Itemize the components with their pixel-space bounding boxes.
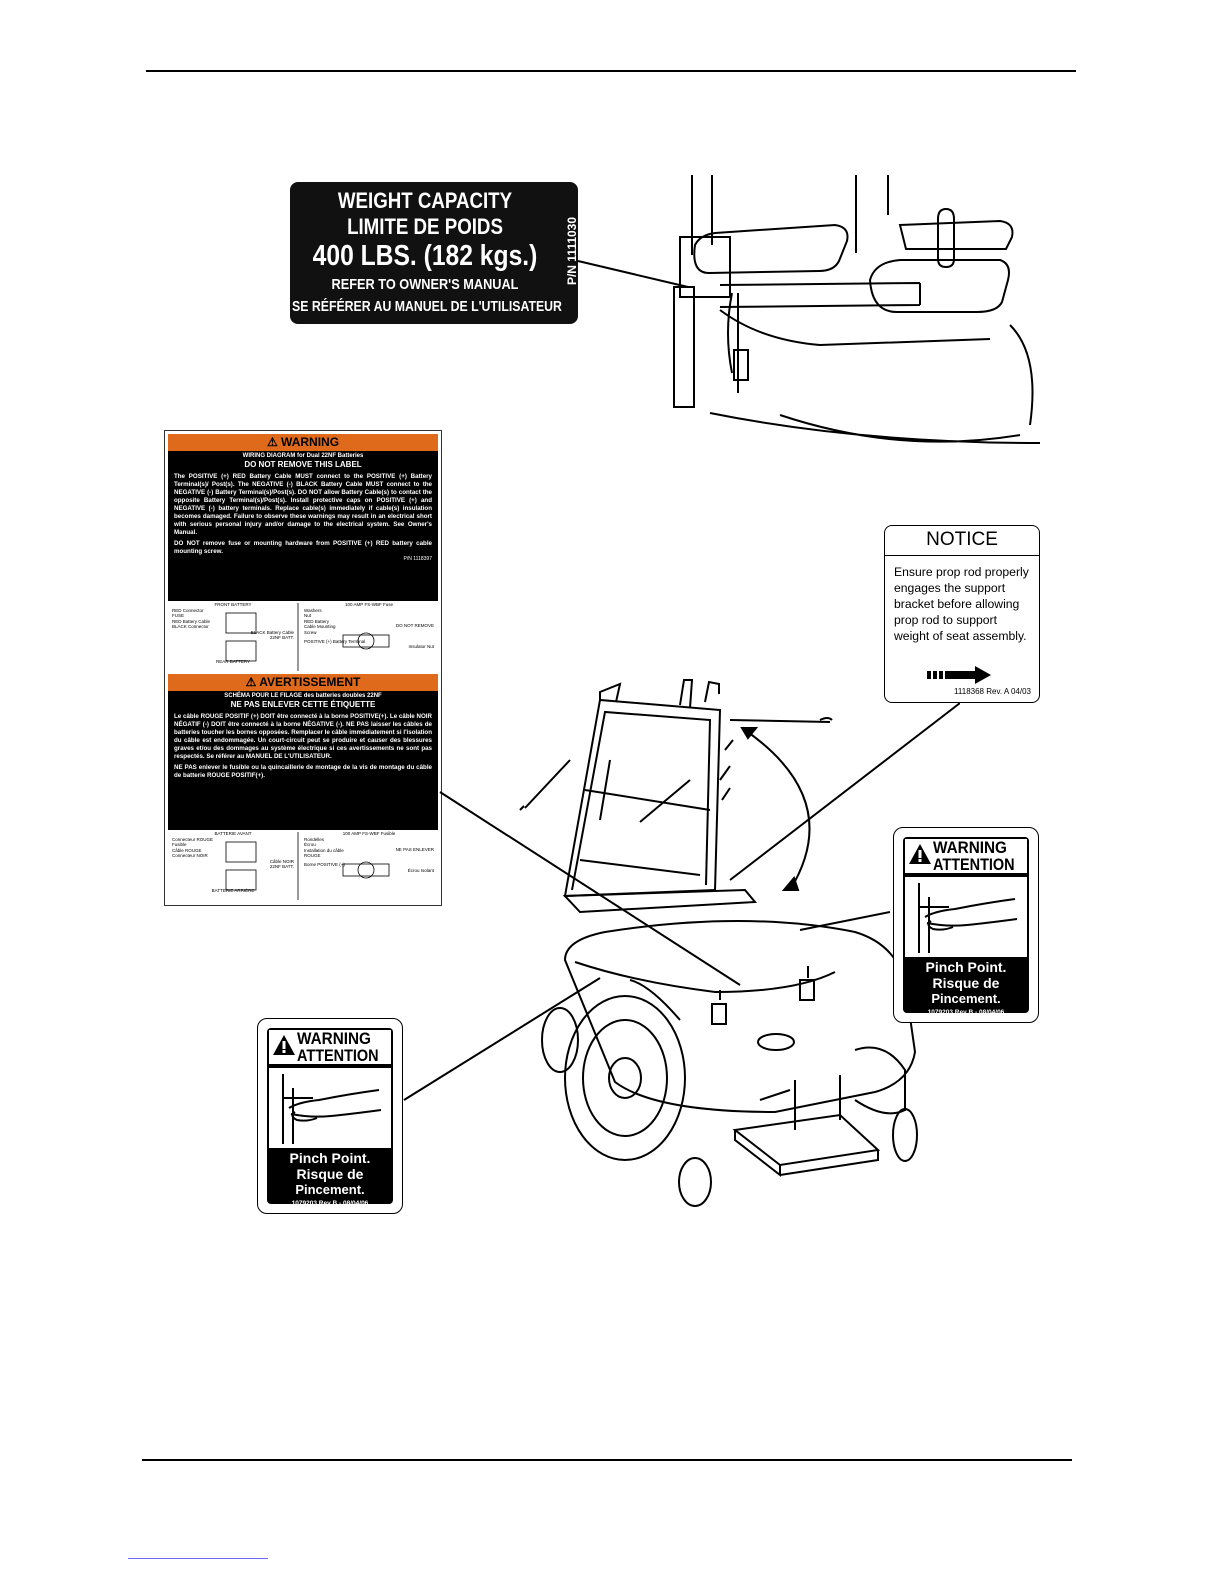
notice-label-leader-line [729,702,960,881]
pinch-revision: 1079203 Rev B - 08/04/06 [291,1200,369,1207]
weight-label-leader-line [577,260,689,288]
pinch-hand-icon [269,1068,391,1148]
diag-fr-fuse: Fusible [172,842,187,847]
diag-fr-black-connector: Connecteur NOIR [172,853,208,858]
weight-title-en: WEIGHT CAPACITY [337,188,513,213]
diag-fr-batt: 22NF BATT. [269,864,294,869]
diag-front-battery: FRONT BATTERY [214,602,252,607]
diag-fr-washers: Rondelles [304,836,325,842]
diag-black-cable: BLACK Battery Cable [250,629,294,635]
pinch-attention-text: ATTENTION [297,1046,379,1065]
wiring-subtitle-fr: SCHÉMA POUR LE FILAGE des batteries doub… [224,693,382,699]
diag-positive-terminal: POSITIVE (+) Battery Terminal [304,638,366,644]
wiring-body2-fr: NE PAS enlever le fusible ou la quincail… [174,764,432,779]
top-rule [146,70,1076,72]
diag-batt: 22NF BATT. [269,635,294,640]
pinch-line2: Risque de [932,975,1000,991]
diag-fr-red-mount: Installation du câble ROUGE [304,847,344,859]
pinch-revision: 1079203 Rev B - 08/04/06 [927,1009,1005,1016]
diag-fuse: FUSE [172,613,185,618]
weight-refer-en: REFER TO OWNER'S MANUAL [331,276,519,293]
pinch-point-label-left: WARNING ATTENTION Pinch Point. Risque de… [257,1018,403,1214]
pinch-warning-text: WARNING [297,1029,371,1048]
footer-link-underline [128,1558,268,1559]
diag-rear-battery: REAR BATTERY [215,658,251,664]
bottom-rule [142,1459,1072,1461]
pinch-line1: Pinch Point. [289,1150,371,1166]
warning-triangle-icon [908,843,932,870]
pinch-point-label-right: WARNING ATTENTION Pinch Point. Risque de… [893,827,1039,1023]
pinch-line3: Pincement. [931,991,1001,1006]
wiring-do-not-remove-en: DO NOT REMOVE THIS LABEL [244,460,362,469]
weight-capacity-label: WEIGHT CAPACITY LIMITE DE POIDS 400 LBS.… [290,182,579,324]
wiring-avertissement-header: ⚠ AVERTISSEMENT [168,674,438,691]
right-arrow-icon [927,666,1007,689]
diag-fr-insulator: Écrou Isolant [407,867,434,873]
diag-nut: Nut [304,613,312,618]
notice-title: NOTICE [885,529,1039,556]
warning-triangle-icon [272,1034,296,1061]
pinch-warning-text: WARNING [933,838,1007,857]
seat-armrest-illustration [577,175,1041,444]
diag-fr-black-cable: Câble NOIR [269,858,294,864]
wiring-subtitle-en: WIRING DIAGRAM for Dual 22NF Batteries [242,453,364,459]
power-base-illustration [403,679,960,1207]
pinch-line3: Pincement. [295,1182,365,1197]
diag-fr-red-connector: Connecteur ROUGE [172,836,214,842]
wiring-diagram-en: FRONT BATTERY RED Connector FUSE RED Bat… [168,600,438,672]
diag-insulator: Insulator Nut [408,644,434,649]
diag-fr-positive-terminal: Borne POSITIVE (+) [304,862,345,867]
wiring-body2-en: DO NOT remove fuse or mounting hardware … [174,540,432,555]
diag-fr-nut: Écrou [304,842,316,847]
wiring-label-leader-line [439,791,741,986]
wiring-body-fr: Le câble ROUGE POSITIF (+) DOIT être con… [174,713,432,760]
wiring-do-not-remove-fr: NE PAS ENLEVER CETTE ÉTIQUETTE [230,700,376,709]
warning-triangle-icon: ⚠ [245,675,260,689]
diag-red-cable: RED Battery Cable [172,618,211,624]
notice-revision: 1118368 Rev. A 04/03 [954,687,1031,696]
wiring-part-number: P/N 1118397 [403,556,432,562]
diag-washers: Washers [304,607,322,613]
pinch-right-leader-line [799,911,891,931]
diag-fr-red-cable: Câble ROUGE [172,847,202,853]
diag-red-connector: RED Connector [172,607,204,613]
wiring-french-section: ⚠ AVERTISSEMENT SCHÉMA POUR LE FILAGE de… [168,674,438,829]
warning-triangle-icon: ⚠ [266,435,282,449]
wiring-english-section: ⚠ WARNING WIRING DIAGRAM for Dual 22NF B… [168,434,438,600]
notice-body: Ensure prop rod properly engages the sup… [894,565,1029,643]
wiring-diagram-fr: BATTERIE AVANT Connecteur ROUGE Fusible … [168,829,438,902]
diag-amp-fuse: 100 AMP FS-WBF Fuse [345,602,393,607]
wiring-body-en: The POSITIVE (+) RED Battery Cable MUST … [174,473,432,536]
pinch-left-leader-line [403,977,601,1101]
diag-fr-front-battery: BATTERIE AVANT [214,831,252,836]
prop-rod-notice-label: NOTICE Ensure prop rod properly engages … [884,525,1040,703]
diag-do-not-remove: DO NOT REMOVE [395,623,434,628]
diag-red-mount: RED Battery Cable Mounting Screw [304,618,336,635]
pinch-attention-text: ATTENTION [933,855,1015,874]
battery-wiring-warning-label: ⚠ WARNING WIRING DIAGRAM for Dual 22NF B… [164,430,442,906]
diag-fr-rear-battery: BATTERIE ARRIÈRE [211,887,255,893]
weight-title-fr: LIMITE DE POIDS [347,214,503,239]
weight-value: 400 LBS. (182 kgs.) [312,240,538,272]
pinch-hand-icon [905,877,1027,957]
diag-fr-amp-fuse: 100 AMP FS-WBF Fusible [342,831,396,836]
pinch-line1: Pinch Point. [925,959,1007,975]
wiring-warning-header: ⚠ WARNING [168,434,438,451]
pinch-line2: Risque de [296,1166,364,1182]
weight-refer-fr: SE RÉFÉRER AU MANUEL DE L'UTILISATEUR [292,298,562,315]
diag-fr-do-not-remove: NE PAS ENLEVER [395,846,434,852]
diag-black-connector: BLACK Connector [172,624,209,629]
